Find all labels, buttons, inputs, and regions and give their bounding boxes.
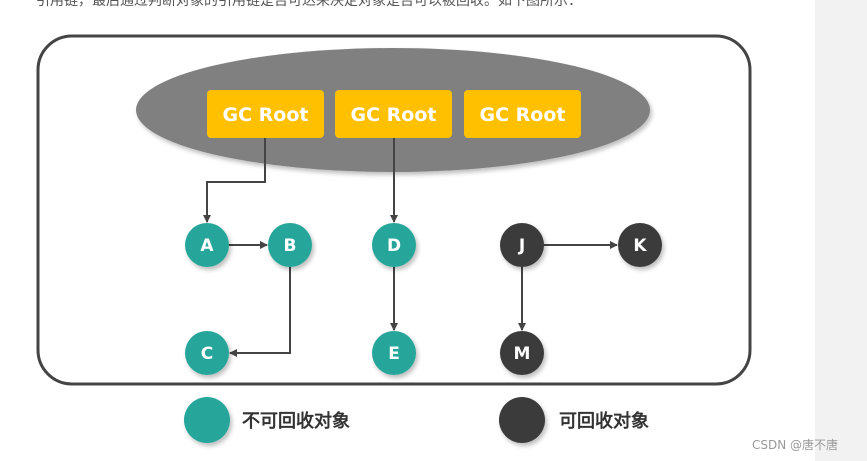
node-e — [372, 331, 416, 375]
watermark: CSDN @唐不唐 — [752, 438, 839, 452]
gc-root-label-2: GC Root — [351, 104, 437, 126]
gc-root-box-1 — [207, 90, 324, 138]
right-sidebar — [815, 0, 867, 461]
node-j — [500, 223, 544, 267]
node-c — [185, 331, 229, 375]
node-label-j: J — [518, 236, 525, 256]
legend-label-collectable: 可回收对象 — [559, 410, 649, 432]
node-label-m: M — [514, 344, 531, 364]
intro-text: 引用链，最后通过判断对象的引用链是否可达来决定对象是否可以被回收。如下图所示： — [36, 0, 582, 9]
gc-root-box-3 — [464, 90, 581, 138]
node-d — [372, 223, 416, 267]
gc-reachability-diagram: GC Root GC Root GC Root A B C D E J K M 不可回收对象 可回收… — [36, 34, 752, 443]
edge-root1-to-a — [203, 138, 266, 223]
node-label-c: C — [201, 344, 213, 364]
node-m — [500, 331, 544, 375]
gc-root-label-1: GC Root — [223, 104, 309, 126]
gc-root-label-3: GC Root — [480, 104, 566, 126]
node-label-d: D — [387, 236, 401, 256]
node-k — [618, 223, 662, 267]
node-b — [268, 223, 312, 267]
node-label-a: A — [200, 236, 214, 256]
legend-label-reachable: 不可回收对象 — [242, 410, 350, 432]
legend-swatch-reachable — [184, 397, 230, 443]
node-label-k: K — [633, 236, 647, 256]
node-a — [185, 223, 229, 267]
edge-b-to-c — [229, 267, 291, 357]
node-label-e: E — [388, 344, 400, 364]
legend-swatch-collectable — [499, 397, 545, 443]
gc-root-box-2 — [335, 90, 452, 138]
node-label-b: B — [284, 236, 297, 256]
